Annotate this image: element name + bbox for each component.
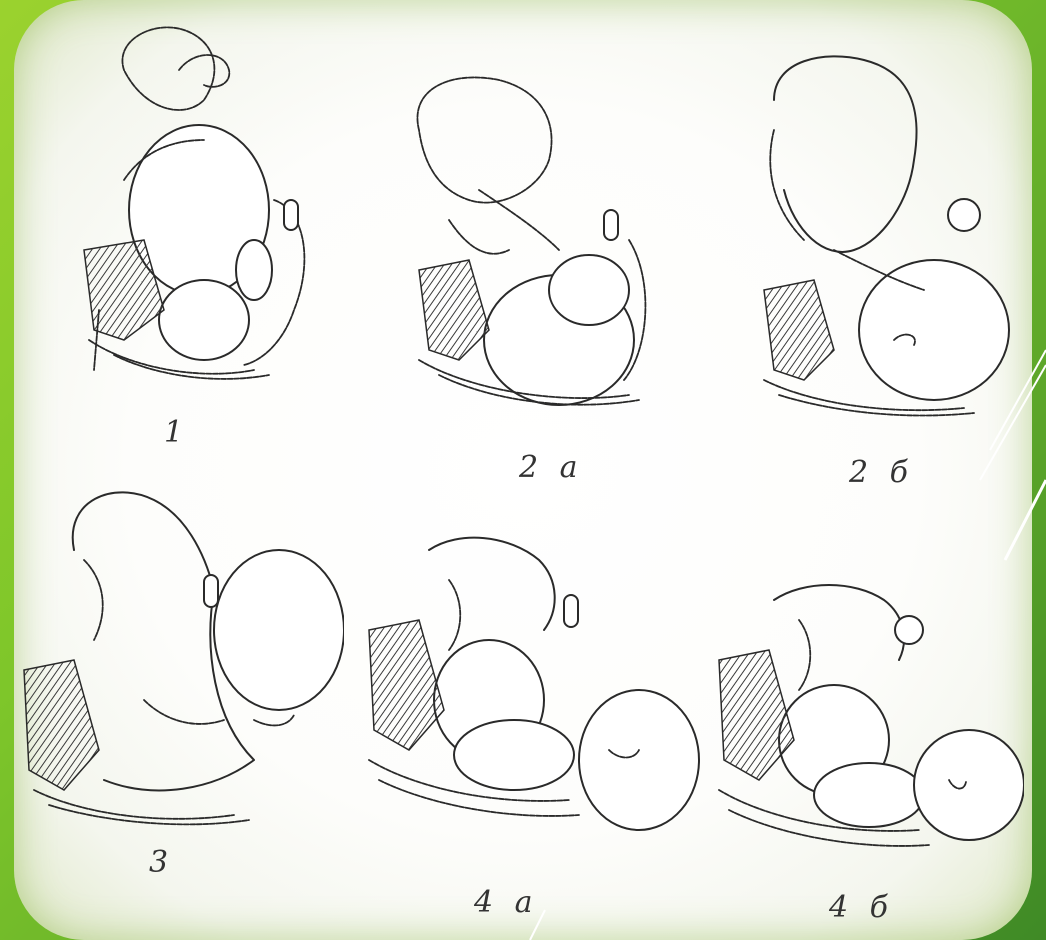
panel-label-1: 1 bbox=[164, 415, 189, 450]
panel-label-2a: 2 a bbox=[519, 450, 584, 485]
panel-label-4b: 4 б bbox=[829, 890, 894, 925]
illustration-panel-3 bbox=[14, 470, 344, 830]
illustration-panel-2a bbox=[389, 60, 669, 420]
panel-label-2b: 2 б bbox=[849, 455, 914, 490]
panel-label-4a: 4 a bbox=[474, 885, 539, 920]
illustration-panel-2b bbox=[734, 40, 1014, 420]
illustration-panel-4b bbox=[704, 570, 1024, 870]
illustration-panel-4a bbox=[349, 520, 709, 840]
illustration-panel-1 bbox=[54, 10, 334, 390]
panel-label-3: 3 bbox=[149, 845, 174, 880]
slide-frame: 1 2 a 2 б bbox=[14, 0, 1032, 940]
